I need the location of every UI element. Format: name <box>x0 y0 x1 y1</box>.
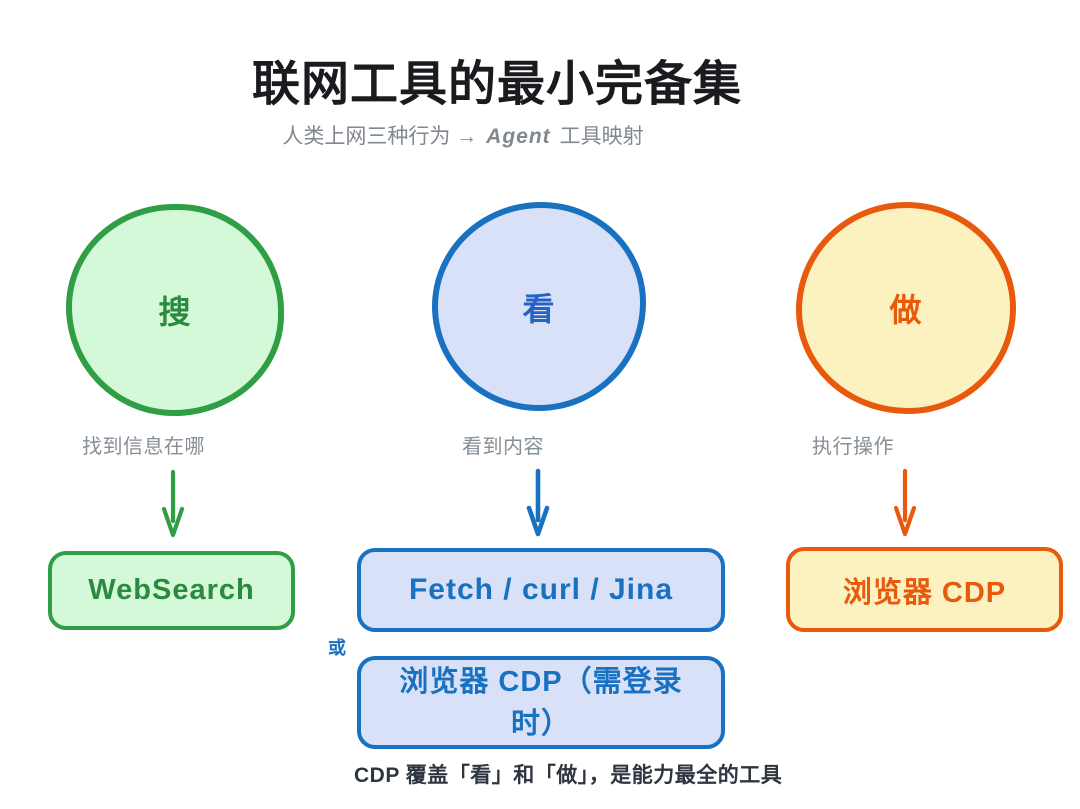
fetch-tool-label: Fetch / curl / Jina <box>408 573 674 606</box>
do-behavior-circle: 做 <box>796 202 1016 414</box>
page-title: 联网工具的最小完备集 <box>251 58 743 111</box>
down-arrow-icon <box>890 468 920 538</box>
look-circle-label: 看 <box>522 290 556 327</box>
search-circle-label: 搜 <box>158 294 192 330</box>
browser-cdp-tool-box: 浏览器 CDP <box>786 547 1063 632</box>
browser-cdp-login-tool-box: 浏览器 CDP（需登录 时） <box>357 656 725 749</box>
subtitle-prefix: 人类上网三种行为 → <box>282 125 478 148</box>
or-connector-label: 或 <box>328 638 346 658</box>
search-behavior-circle: 搜 <box>66 204 284 416</box>
search-description: 找到信息在哪 <box>82 436 205 458</box>
websearch-tool-box: WebSearch <box>48 551 295 630</box>
websearch-tool-label: WebSearch <box>88 574 255 606</box>
down-arrow-icon <box>158 469 188 539</box>
footnote: CDP 覆盖「看」和「做」，是能力最全的工具 <box>354 764 783 787</box>
fetch-tool-box: Fetch / curl / Jina <box>357 548 725 632</box>
subtitle-agent-word: Agent <box>486 125 551 148</box>
subtitle-suffix: 工具映射 <box>559 125 644 148</box>
look-description: 看到内容 <box>462 436 544 458</box>
down-arrow-icon <box>523 468 553 538</box>
browser-cdp-login-label-line1: 浏览器 CDP（需登录 <box>399 665 683 698</box>
do-description: 执行操作 <box>812 436 894 458</box>
do-circle-label: 做 <box>889 292 923 328</box>
page-subtitle: 人类上网三种行为 → Agent 工具映射 <box>282 120 643 150</box>
browser-cdp-tool-label: 浏览器 CDP <box>842 576 1007 609</box>
look-behavior-circle: 看 <box>432 202 646 411</box>
browser-cdp-login-label-line2: 时） <box>510 707 571 740</box>
